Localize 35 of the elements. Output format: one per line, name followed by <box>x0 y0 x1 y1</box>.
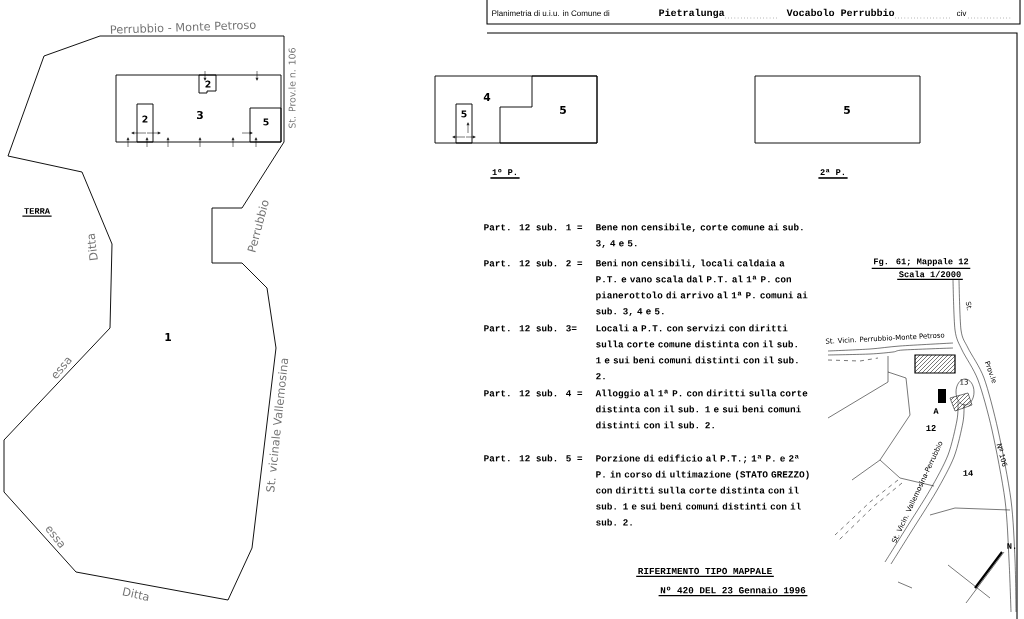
floor-label: 2ª P. <box>817 168 849 179</box>
entry-number: Part. 12 sub. 5 = <box>484 454 583 462</box>
road-label: St. Prov.le n. 106 <box>288 48 296 128</box>
entry-description: Porzione di edificio al P.T.; 1ª P. e 2ª P. in corso di ultimazione (STATO GREZZO) con diritti sulla corte distinta con il sub. 1 e sui beni comuni distinti con il sub. 2. <box>596 454 809 526</box>
reference-text: Nº 420 DEL 23 Gennaio 1996 <box>658 586 808 597</box>
entry-description: Bene non censibile, corte comune ai sub. 3, 4 e 5. <box>596 223 803 248</box>
map-label: A <box>933 408 939 414</box>
floor-label: 1º P. <box>489 168 521 179</box>
map-label: 12 <box>926 425 936 431</box>
floor-outline: 5 <box>754 75 921 144</box>
entry-description: Alloggio al 1ª P. con diritti sulla corte distinta con il sub. 1 e sui beni comuni distinti con il sub. 2. <box>595 389 808 429</box>
map-title: Fg. 61; Mappale 12 <box>871 257 971 269</box>
entry-number: Part. 12 sub. 1 = <box>484 223 583 231</box>
unit-outline: 5 <box>499 75 598 144</box>
map-scale: Scala 1/2000 <box>896 270 964 281</box>
road-label: Perrubbio - Monte Petroso <box>110 21 256 34</box>
owner-label: Ditta <box>87 233 98 261</box>
header-text: civ <box>956 10 967 17</box>
floor-label: TERRA <box>21 208 53 217</box>
entry-number: Part. 12 sub. 3= <box>484 324 577 332</box>
entry-description: Beni non censibili, locali caldaia a P.T. e vano scala dal P.T. al 1ª P. con pianerottolo di arrivo al 1ª P. comuni ai sub. 3, 4 e 5. <box>596 259 808 316</box>
room-outline: 5 <box>249 107 282 143</box>
entry-description: Locali a P.T. con servizi con diritti sulla corte comune distinta con il sub. 1 e sui beni comuni distinti con il sub. 2. <box>596 324 798 380</box>
reference-title: RIFERIMENTO TIPO MAPPALE <box>635 567 775 578</box>
header-text: Planimetria di u.i.u. in Comune di <box>492 10 610 17</box>
header-value: Vocabolo Perrubbio <box>786 8 895 17</box>
header-value: Pietralunga <box>659 8 725 19</box>
map-label: 14 <box>963 470 973 476</box>
entry-number: Part. 12 sub. 2 = <box>484 259 583 267</box>
owner-label: Ditta <box>122 587 149 601</box>
north-label: N. <box>1007 543 1016 549</box>
room-outline: 5 <box>455 103 473 144</box>
entry-number: Part. 12 sub. 4 = <box>484 389 583 397</box>
room-outline: 2 <box>136 103 154 143</box>
room-outline: 2 <box>198 74 217 94</box>
